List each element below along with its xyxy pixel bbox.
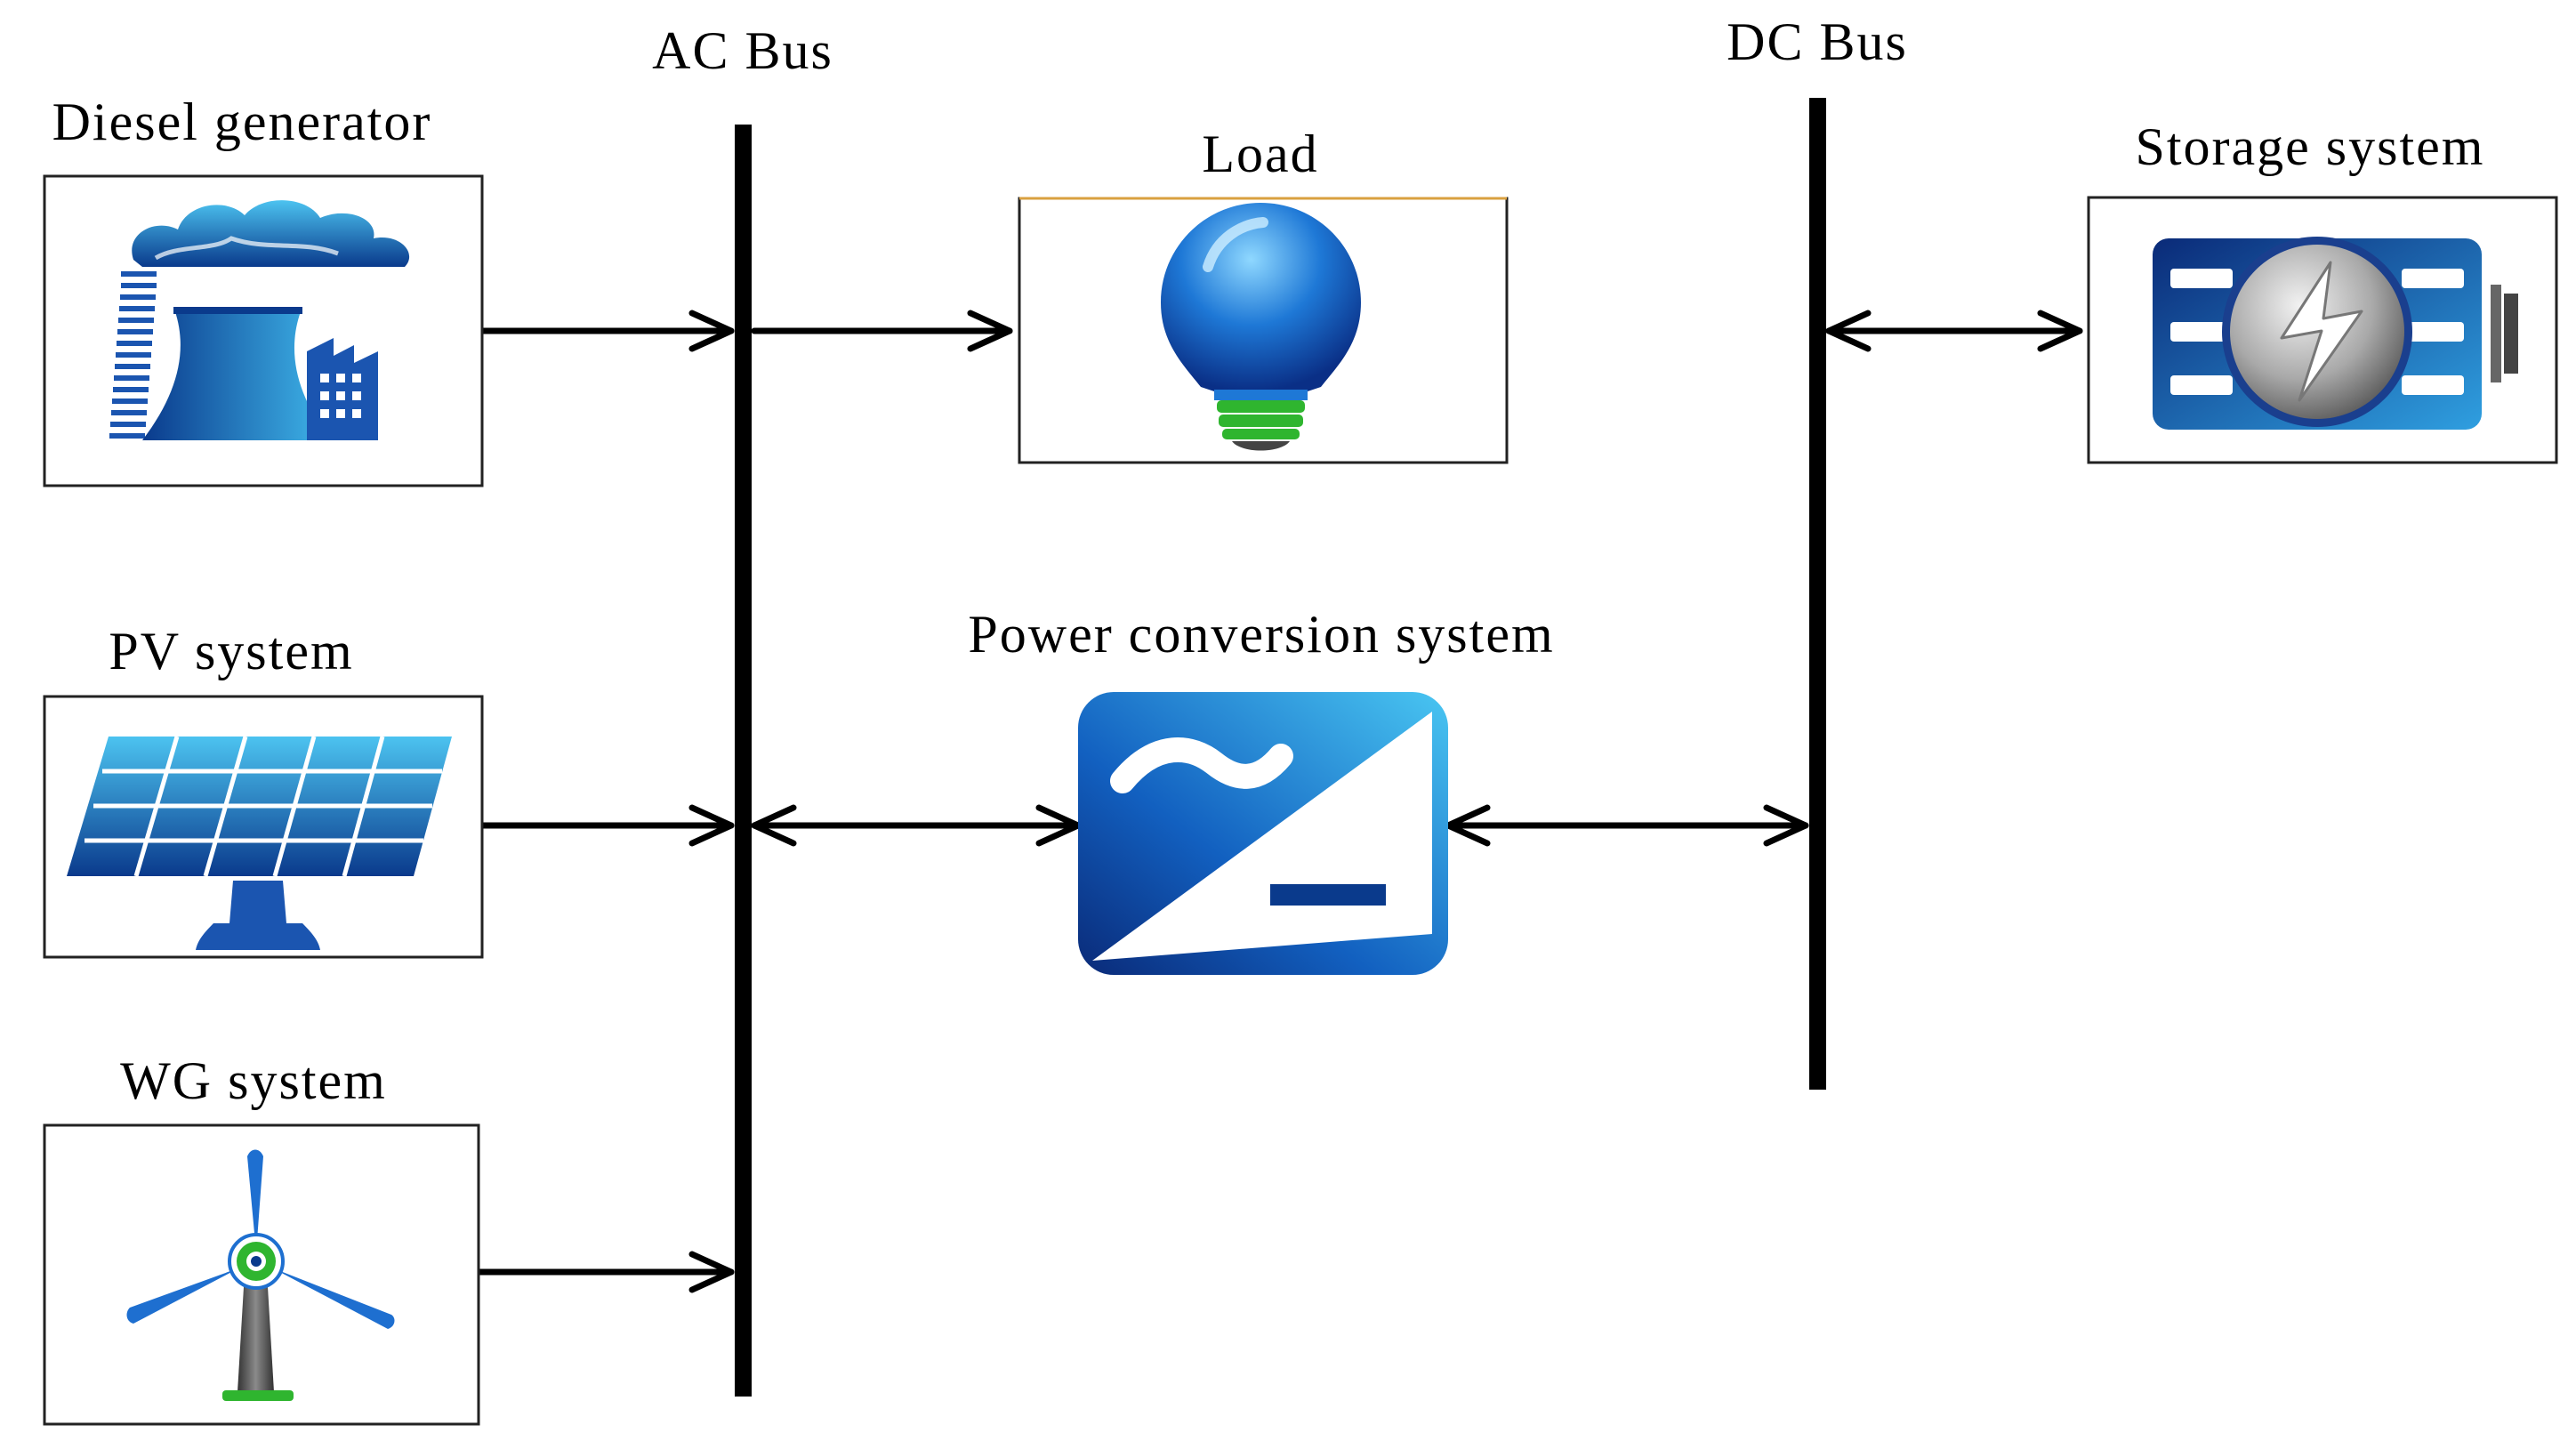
load-label: Load bbox=[1202, 125, 1318, 183]
power-plant-icon bbox=[109, 200, 410, 440]
arrow-ac-bus-pcs-bidirectional bbox=[751, 804, 1082, 847]
arrow-pv-to-ac-bus bbox=[479, 804, 735, 847]
ac-bus-label: AC Bus bbox=[652, 21, 833, 80]
arrow-diesel-to-ac-bus bbox=[479, 310, 735, 352]
wind-turbine-icon bbox=[126, 1149, 395, 1401]
battery-icon bbox=[2153, 237, 2518, 430]
arrow-wg-to-ac-bus bbox=[475, 1251, 735, 1293]
load-box bbox=[1018, 197, 1509, 464]
pv-system-box bbox=[43, 695, 484, 959]
power-conversion-system-label: Power conversion system bbox=[968, 605, 1554, 664]
diesel-generator-label: Diesel generator bbox=[52, 93, 432, 151]
solar-panel-icon bbox=[67, 736, 452, 950]
arrow-pcs-dc-bus-bidirectional bbox=[1445, 804, 1809, 847]
pv-system-label: PV system bbox=[109, 622, 353, 680]
arrow-ac-bus-to-load bbox=[751, 310, 1013, 352]
diesel-generator-box bbox=[43, 174, 484, 487]
ac-dc-converter-icon bbox=[1078, 692, 1448, 975]
light-bulb-icon bbox=[1161, 203, 1361, 451]
storage-system-label: Storage system bbox=[2136, 117, 2485, 176]
ac-bus-line bbox=[735, 125, 752, 1397]
wg-system-label: WG system bbox=[120, 1051, 387, 1110]
dc-bus-line bbox=[1809, 98, 1826, 1090]
arrow-dc-bus-storage-bidirectional bbox=[1825, 310, 2083, 352]
wg-system-box bbox=[43, 1123, 480, 1426]
dc-bus-label: DC Bus bbox=[1727, 12, 1908, 71]
connections bbox=[475, 310, 2083, 1293]
storage-system-box bbox=[2087, 196, 2558, 464]
power-conversion-system bbox=[1078, 692, 1448, 975]
